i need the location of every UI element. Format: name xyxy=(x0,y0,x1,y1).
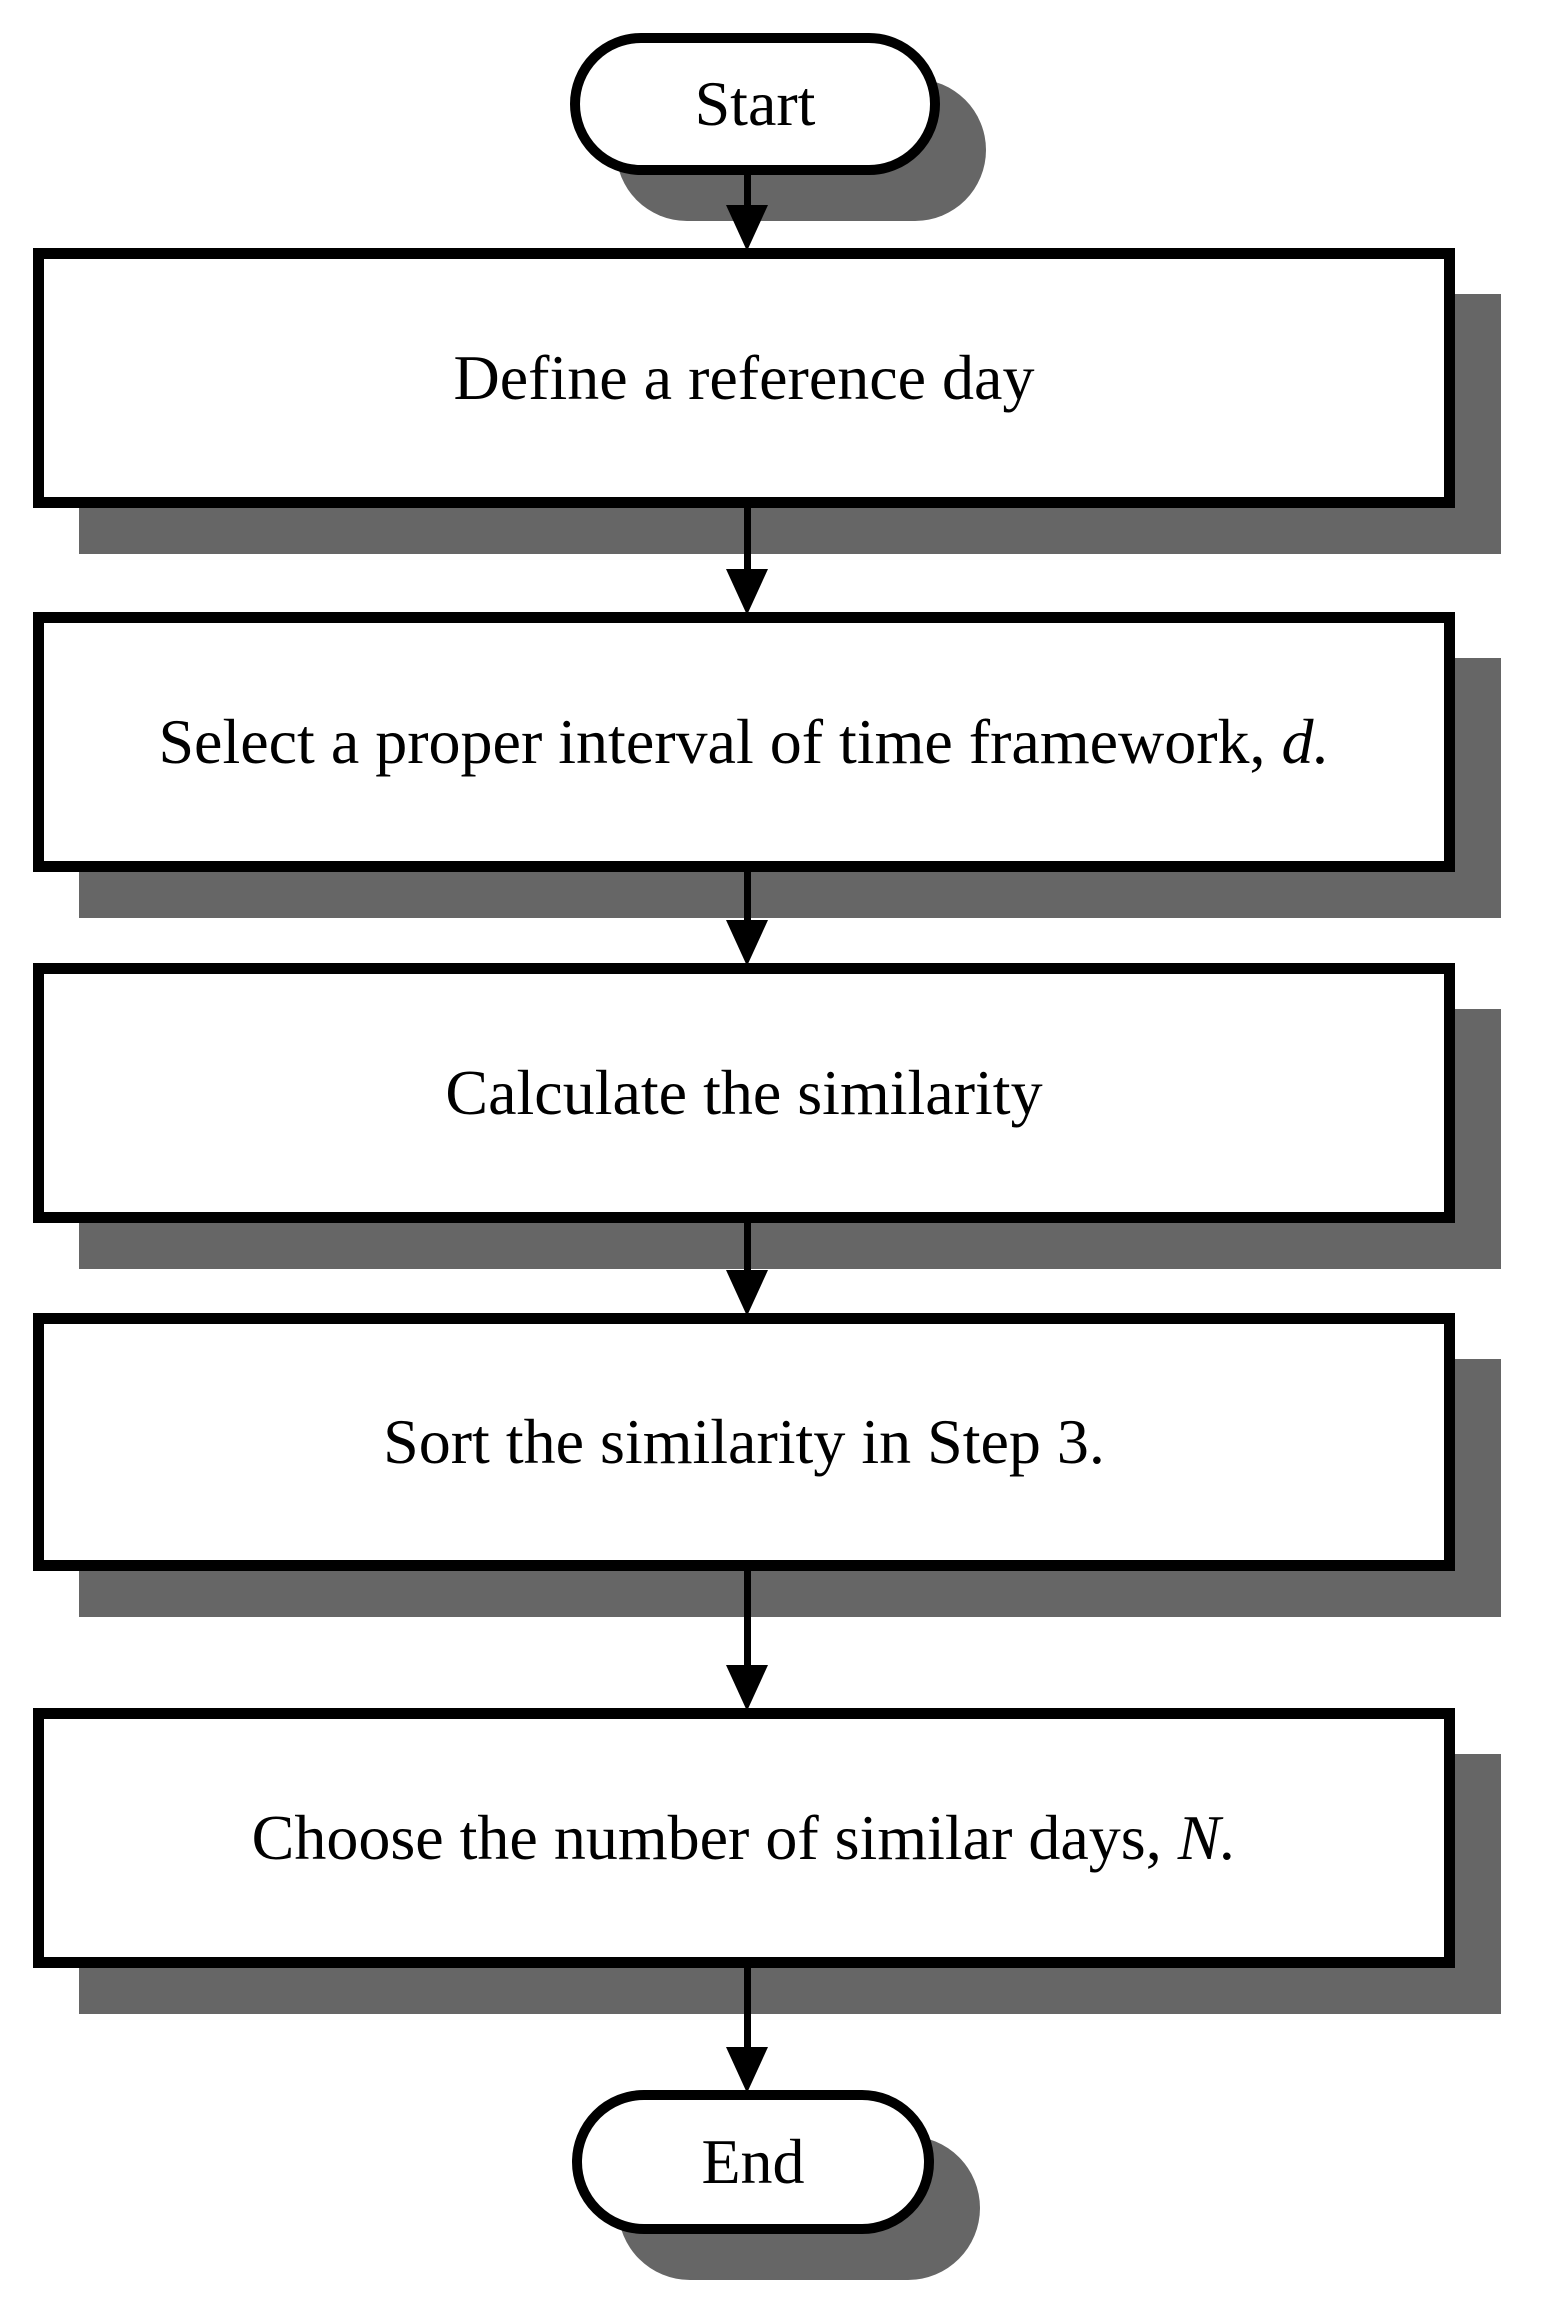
arrow-head xyxy=(726,2047,768,2093)
arrow-head xyxy=(726,569,768,615)
start-label: Start xyxy=(694,68,816,139)
step-5-variable: N. xyxy=(1177,1802,1237,1873)
arrow-shaft xyxy=(743,870,751,926)
arrow-head xyxy=(726,205,768,251)
arrow-down-icon xyxy=(725,870,769,966)
step-4-text: Sort the similarity in Step 3. xyxy=(383,1406,1105,1477)
step-2-box: Select a proper interval of time framewo… xyxy=(33,612,1455,872)
arrow-shaft xyxy=(743,173,751,211)
step-1-text: Define a reference day xyxy=(453,342,1035,413)
arrow-head xyxy=(726,920,768,966)
end-node: End xyxy=(572,2090,934,2234)
arrow-down-icon xyxy=(725,1568,769,1711)
step-2-text: Select a proper interval of time framewo… xyxy=(158,706,1282,777)
arrow-down-icon xyxy=(725,1223,769,1316)
arrow-shaft xyxy=(743,1966,751,2053)
arrow-down-icon xyxy=(725,1966,769,2093)
step-5-text: Choose the number of similar days, xyxy=(251,1802,1178,1873)
arrow-shaft xyxy=(743,1568,751,1671)
end-label: End xyxy=(701,2126,805,2197)
step-5-box: Choose the number of similar days, N. xyxy=(33,1708,1455,1968)
step-2-variable: d. xyxy=(1281,706,1330,777)
arrow-shaft xyxy=(743,505,751,575)
step-1-box: Define a reference day xyxy=(33,248,1455,508)
step-1-label: Define a reference day xyxy=(454,346,1035,410)
start-node: Start xyxy=(570,33,940,175)
step-4-label: Sort the similarity in Step 3. xyxy=(383,1410,1105,1474)
step-3-box: Calculate the similarity xyxy=(33,963,1455,1223)
step-2-label: Select a proper interval of time framewo… xyxy=(158,710,1329,774)
step-5-label: Choose the number of similar days, N. xyxy=(252,1806,1237,1870)
arrow-head xyxy=(726,1665,768,1711)
step-4-box: Sort the similarity in Step 3. xyxy=(33,1313,1455,1571)
arrow-down-icon xyxy=(725,173,769,251)
arrow-down-icon xyxy=(725,505,769,615)
arrow-head xyxy=(726,1270,768,1316)
step-3-label: Calculate the similarity xyxy=(445,1061,1042,1125)
step-3-text: Calculate the similarity xyxy=(445,1057,1043,1128)
arrow-shaft xyxy=(743,1223,751,1276)
